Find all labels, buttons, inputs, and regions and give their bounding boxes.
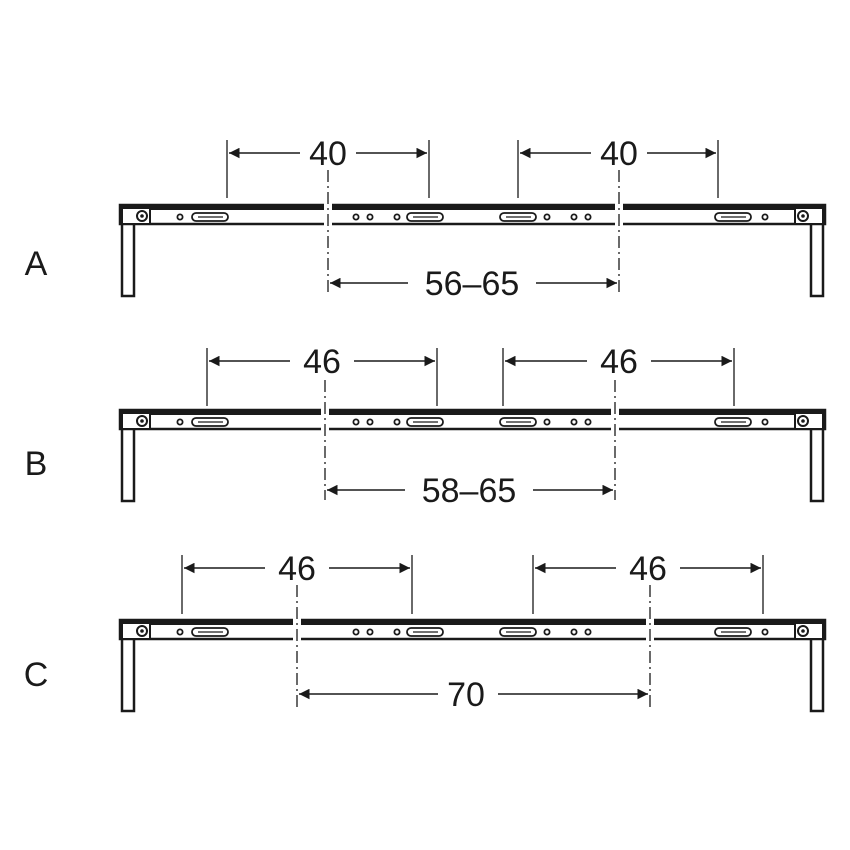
dimension-value: 56–65	[425, 265, 520, 303]
dimension-value: 46	[303, 343, 341, 381]
dimension-top-right: 40	[520, 135, 716, 173]
dimension-top-right: 46	[505, 343, 732, 381]
dimension-top-left: 46	[184, 550, 410, 588]
dimension-bottom: 58–65	[327, 472, 613, 510]
dimension-bottom: 56–65	[330, 265, 617, 303]
dimension-value: 40	[309, 135, 347, 173]
variant-label: B	[25, 445, 48, 483]
dimension-top-left: 40	[229, 135, 427, 173]
dimension-value: 46	[278, 550, 316, 588]
variant-label: C	[24, 656, 49, 694]
dimension-value: 58–65	[422, 472, 517, 510]
dimension-top-right: 46	[535, 550, 761, 588]
dimension-value: 40	[600, 135, 638, 173]
variant-c: C 46 46 70	[24, 550, 827, 714]
dimension-bottom: 70	[299, 676, 648, 714]
dimension-top-left: 46	[209, 343, 435, 381]
variant-b: B 46 46 58–65	[25, 343, 827, 510]
dimension-value: 70	[447, 676, 485, 714]
dimension-value: 46	[629, 550, 667, 588]
dimension-value: 46	[600, 343, 638, 381]
variant-label: A	[25, 245, 48, 283]
variant-a: A 40 40 56–65	[25, 135, 827, 303]
